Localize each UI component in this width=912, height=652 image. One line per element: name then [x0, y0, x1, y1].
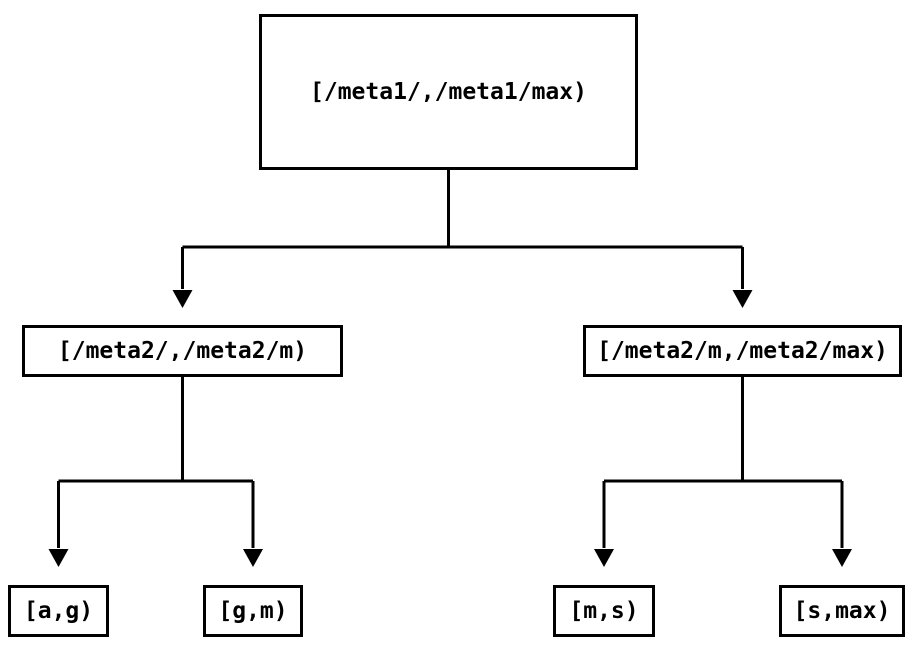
node-level2-left: [/meta2/,/meta2/m) [22, 325, 343, 377]
arrowhead-to-leaf-ag [48, 549, 69, 567]
arrowhead-to-leaf-ms [594, 549, 614, 567]
node-level2-right-label: [/meta2/m,/meta2/max) [597, 338, 888, 364]
node-leaf-ag-label: [a,g) [23, 598, 94, 624]
node-level2-left-label: [/meta2/,/meta2/m) [57, 338, 308, 364]
node-leaf-gm-label: [g,m) [218, 598, 288, 624]
node-leaf-ms-label: [m,s) [569, 598, 639, 624]
node-leaf-ms: [m,s) [553, 585, 655, 637]
arrowhead-to-leaf-smax [832, 549, 852, 567]
node-leaf-smax: [s,max) [779, 585, 905, 637]
node-level2-right: [/meta2/m,/meta2/max) [583, 325, 902, 377]
node-leaf-gm: [g,m) [203, 585, 303, 637]
node-root-label: [/meta1/,/meta1/max) [310, 79, 587, 105]
node-leaf-smax-label: [s,max) [793, 598, 891, 624]
arrowhead-to-l2-left [172, 290, 193, 308]
edge-l2left-to-leaves [48, 377, 263, 567]
arrowhead-to-l2-right [732, 290, 753, 308]
edge-root-to-level2 [172, 170, 753, 308]
edge-l2right-to-leaves [594, 377, 852, 567]
node-leaf-ag: [a,g) [8, 585, 109, 637]
node-root: [/meta1/,/meta1/max) [259, 14, 638, 170]
arrowhead-to-leaf-gm [243, 549, 263, 567]
